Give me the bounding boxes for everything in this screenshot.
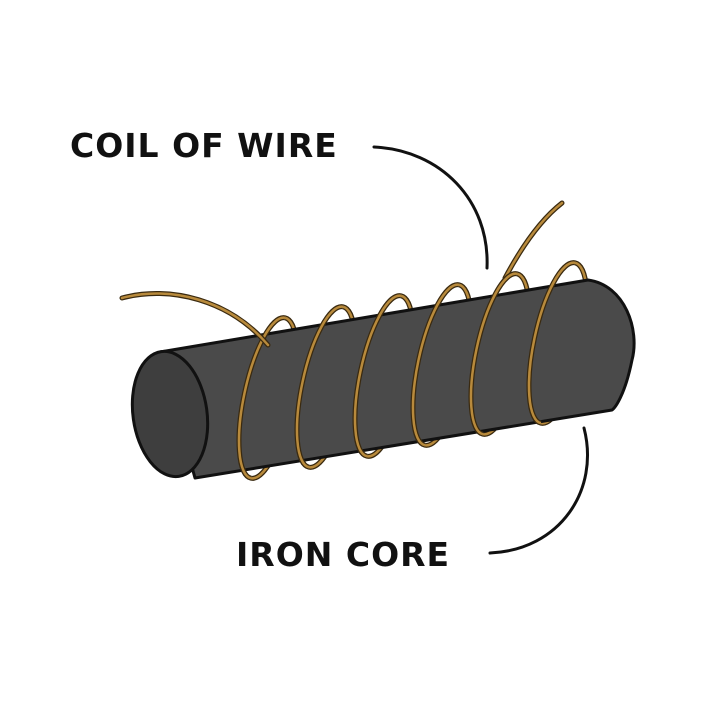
iron-core-body bbox=[158, 278, 636, 480]
coil-front-strands bbox=[236, 260, 576, 481]
core-leader-line bbox=[488, 426, 589, 555]
coil-of-wire-label: COIL OF WIRE bbox=[70, 126, 338, 165]
iron-core-label: IRON CORE bbox=[236, 535, 451, 574]
wire-tail-right bbox=[502, 200, 565, 281]
iron-core-end bbox=[130, 349, 210, 479]
coil-leader-line bbox=[372, 145, 489, 270]
